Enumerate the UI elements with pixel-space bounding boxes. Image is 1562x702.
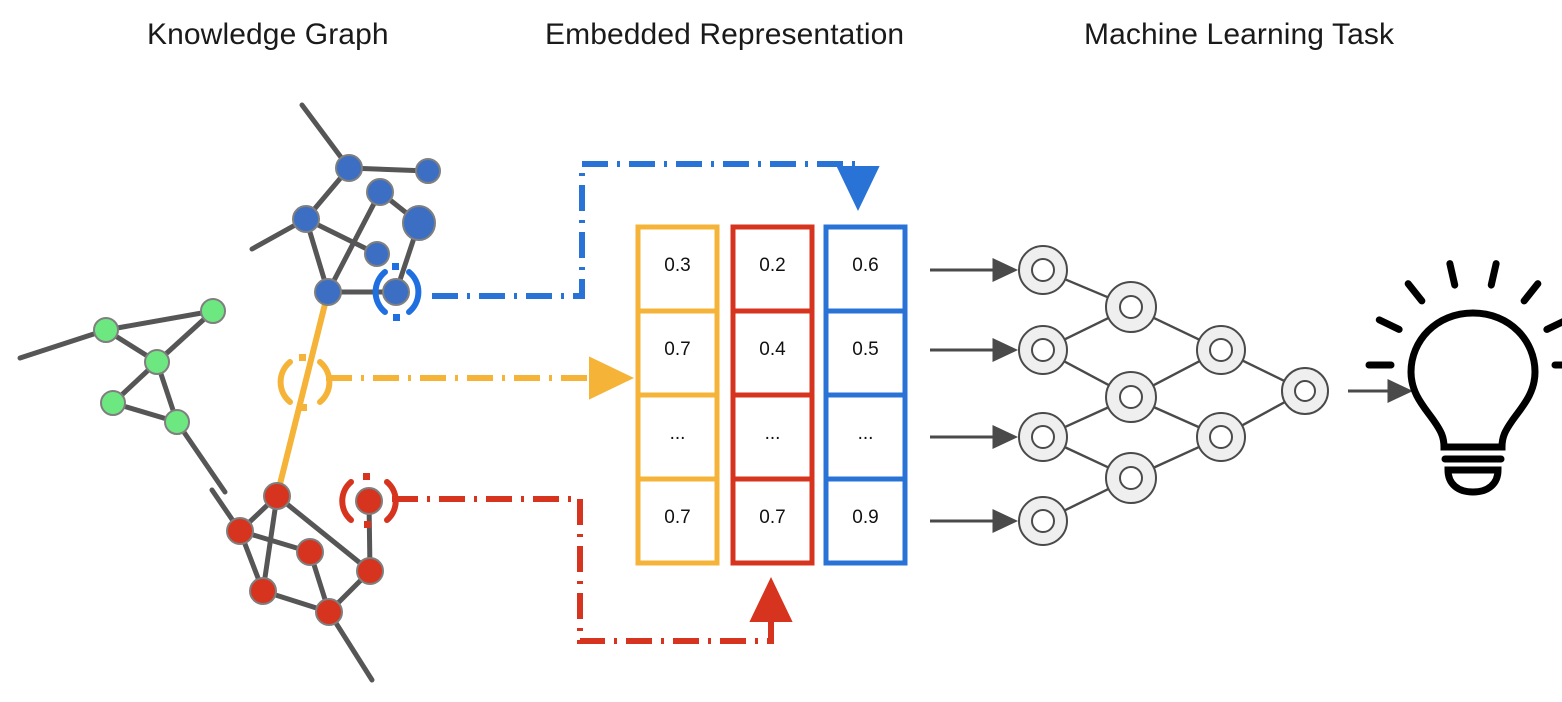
graph-node[interactable] — [366, 178, 394, 206]
network-neurons — [1018, 245, 1329, 546]
lightbulb-ray — [1543, 318, 1562, 333]
vector-cell[interactable] — [635, 476, 720, 566]
graph-node[interactable] — [249, 577, 277, 605]
red-connector — [392, 496, 793, 644]
vector-cell-value: 0.4 — [759, 339, 786, 360]
network-link — [1064, 278, 1109, 299]
graph-node[interactable] — [382, 278, 410, 306]
vector-cell-value: 0.7 — [664, 507, 691, 528]
lightbulb-ray — [1446, 260, 1459, 289]
graph-node[interactable] — [292, 205, 320, 233]
graph-node[interactable] — [356, 557, 384, 585]
graph-node[interactable] — [364, 241, 390, 267]
vector-cell-value: ... — [857, 423, 874, 444]
network-link — [1064, 406, 1109, 429]
network-links — [1063, 278, 1286, 512]
network-neuron-core — [1119, 295, 1143, 319]
vector-cell[interactable] — [823, 392, 908, 482]
graph-node[interactable] — [263, 482, 291, 510]
network-neuron-core — [1031, 338, 1055, 362]
graph-edge — [274, 493, 373, 574]
vector-cell-value: ... — [764, 423, 781, 444]
network-link — [1241, 400, 1286, 427]
vector-cell-value: 0.9 — [852, 507, 879, 528]
graph-node[interactable] — [100, 390, 126, 416]
vector-cell[interactable] — [635, 308, 720, 398]
blue-connector — [432, 161, 880, 299]
network-link — [1064, 446, 1109, 469]
vector-cell-value: 0.7 — [759, 507, 786, 528]
graph-node[interactable] — [226, 517, 254, 545]
vector-cell-value: 0.5 — [852, 339, 879, 360]
vector-cell[interactable] — [635, 224, 720, 314]
lightbulb-ray — [1487, 260, 1500, 289]
orange-edge-highlight — [277, 354, 333, 411]
network-neuron-core — [1209, 425, 1233, 449]
lightbulb-ray — [1520, 280, 1542, 305]
section-title-knowledge-graph: Knowledge Graph — [147, 18, 389, 51]
graph-edge — [325, 189, 383, 295]
graph-node[interactable] — [144, 349, 170, 375]
graph-edge — [103, 308, 216, 333]
vector-cell-value: 0.7 — [664, 339, 691, 360]
graph-edge — [17, 327, 109, 361]
graph-node[interactable] — [335, 154, 363, 182]
vector-cell-value: 0.3 — [664, 255, 691, 276]
network-link — [1063, 360, 1110, 387]
network-link — [1064, 316, 1110, 341]
network-neuron-core — [1119, 385, 1143, 409]
graph-edge — [260, 493, 280, 594]
graph-node[interactable] — [296, 538, 324, 566]
vector-cell[interactable] — [823, 476, 908, 566]
section-title-embedded-representation: Embedded Representation — [545, 18, 905, 51]
graph-node[interactable] — [200, 298, 226, 324]
lightbulb-ray — [1404, 280, 1426, 305]
network-link — [1242, 359, 1285, 382]
network-neuron-core — [1294, 380, 1316, 402]
graph-node[interactable] — [355, 487, 383, 515]
orange-bridge-edge — [274, 289, 331, 499]
vector-cell-value: ... — [669, 423, 686, 444]
blue-node-highlight — [372, 263, 422, 321]
graph-node[interactable] — [314, 278, 342, 306]
network-neuron-core — [1119, 466, 1143, 490]
network-input-arrows — [930, 258, 1018, 533]
graph-node[interactable] — [402, 205, 436, 241]
embedding-vectors — [635, 224, 908, 566]
network-neuron-core — [1031, 425, 1055, 449]
graph-node[interactable] — [315, 598, 343, 626]
network-link — [1153, 445, 1200, 469]
vector-cell[interactable] — [730, 392, 815, 482]
mapping-connectors — [326, 161, 880, 644]
graph-node[interactable] — [164, 409, 190, 435]
lightbulb-ray — [1375, 316, 1403, 333]
graph-nodes — [93, 154, 441, 626]
lightbulb-rays — [1365, 260, 1562, 369]
orange-bridge-edge — [274, 289, 331, 499]
network-link — [1064, 487, 1110, 512]
network-neuron-core — [1031, 509, 1055, 533]
vector-cell[interactable] — [730, 308, 815, 398]
vector-cell-value: 0.2 — [759, 255, 786, 276]
graph-edge — [174, 419, 228, 495]
graph-node[interactable] — [415, 158, 441, 184]
graph-node[interactable] — [93, 317, 119, 343]
vector-cell[interactable] — [730, 476, 815, 566]
vector-cell[interactable] — [730, 224, 815, 314]
section-title-machine-learning-task: Machine Learning Task — [1084, 18, 1395, 51]
vector-cell-value: 0.6 — [852, 255, 879, 276]
network-neuron-core — [1209, 338, 1233, 362]
network-link — [1152, 360, 1201, 387]
insight-lightbulb-icon — [1365, 260, 1562, 496]
network-link — [1153, 406, 1200, 429]
network-link — [1153, 316, 1200, 341]
network-neuron-core — [1031, 258, 1055, 282]
